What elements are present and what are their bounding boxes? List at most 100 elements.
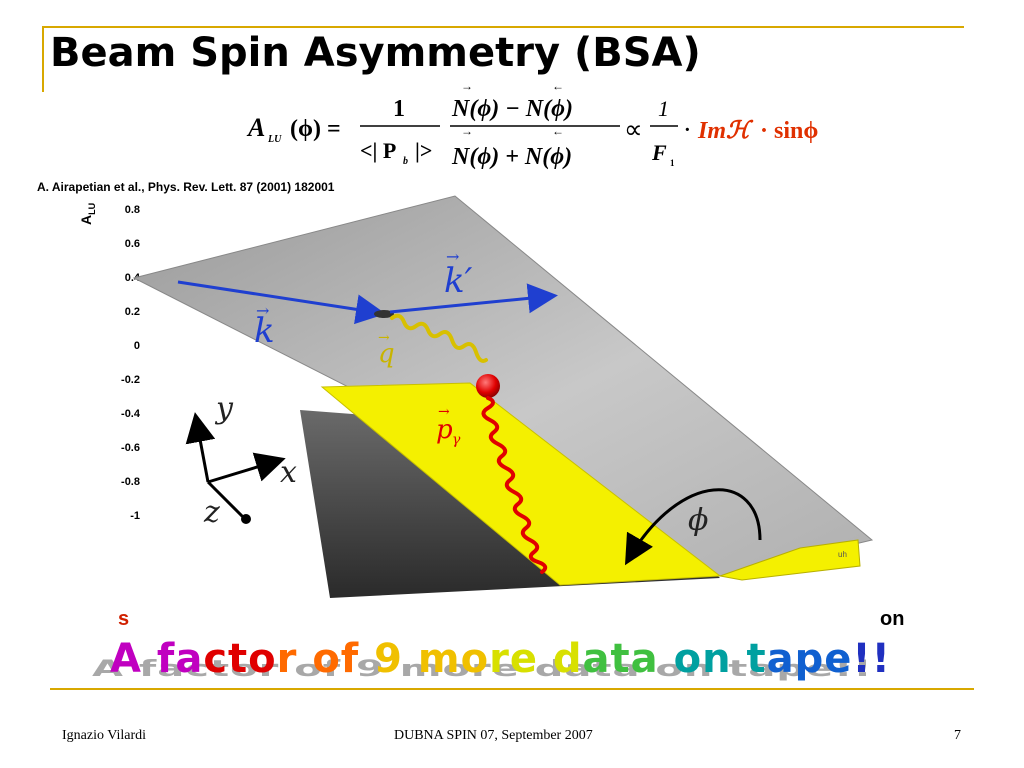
banner-letter xyxy=(659,636,674,682)
formula-dot: · xyxy=(684,119,691,141)
vector-arrow-icon: → xyxy=(256,301,269,320)
y-tick: 0 xyxy=(133,340,140,352)
frac3-numerator: 1 xyxy=(658,96,669,121)
y-tick: 0.2 xyxy=(124,306,140,318)
footer-event: DUBNA SPIN 07, September 2007 xyxy=(394,728,593,743)
y-tick: 0.8 xyxy=(124,204,140,216)
coordinate-axes xyxy=(185,412,286,520)
label-p-gamma-sub: γ xyxy=(452,432,461,448)
label-phi: ϕ xyxy=(688,503,708,538)
banner-letter xyxy=(732,636,747,682)
frac1-numerator: 1 xyxy=(393,96,405,122)
vector-arrow-icon: → xyxy=(446,247,459,266)
phi-arc-arrow xyxy=(624,488,762,566)
proportional-symbol: ∝ xyxy=(624,115,643,144)
outgoing-lepton-arrow xyxy=(389,283,558,314)
label-q: q xyxy=(378,339,395,369)
formula-lhs-arg: (ϕ) = xyxy=(290,116,341,142)
incoming-lepton-arrow xyxy=(177,280,386,325)
banner-letter: a xyxy=(582,636,611,682)
banner-letter: o xyxy=(248,636,277,682)
formula-sin-term: · sinϕ xyxy=(760,118,818,144)
label-k-prime: k′ xyxy=(444,261,473,301)
y-tick: -1 xyxy=(130,510,140,522)
z-axis-line xyxy=(206,480,246,520)
data-banner: A factor of 9 more data on tape!! xyxy=(110,636,891,682)
target-proton xyxy=(476,374,500,398)
label-k: k xyxy=(254,311,275,351)
plane-edge-text: uh xyxy=(838,550,847,559)
banner-letter: ! xyxy=(852,636,872,682)
frac3-denominator: F xyxy=(651,140,667,165)
banner-letter: f xyxy=(340,636,360,682)
virtual-photon xyxy=(390,313,488,363)
banner-letter: e xyxy=(824,636,853,682)
y-tick: -0.6 xyxy=(121,442,140,454)
banner-shadow: A factor of 9 more data on tape!! xyxy=(92,656,873,682)
banner-letter: p xyxy=(794,636,825,682)
vector-arrow-icon: → xyxy=(378,330,390,346)
banner-letter: o xyxy=(673,636,703,682)
y-tick: -0.8 xyxy=(121,476,140,488)
frac1-den-sub: b xyxy=(403,156,408,167)
label-y-axis: y xyxy=(214,391,234,426)
z-axis-point xyxy=(241,514,251,524)
banner-letter: f xyxy=(156,636,176,682)
hadron-plane-edge xyxy=(718,539,861,581)
banner-letter xyxy=(297,636,312,682)
right-arrow-icon: → xyxy=(461,80,473,93)
vertex-lepton xyxy=(374,310,394,318)
banner-letter: r xyxy=(489,636,510,682)
banner-letter: t xyxy=(228,636,249,682)
frac3-den-sub: 1 xyxy=(670,158,675,168)
y-tick: -0.4 xyxy=(121,408,140,420)
banner-letter: e xyxy=(509,636,538,682)
label-p-gamma: p xyxy=(436,415,453,445)
y-tick: 0.6 xyxy=(124,238,140,250)
label-x-axis: x xyxy=(280,455,297,490)
banner-letter: o xyxy=(312,636,341,682)
banner-letter: c xyxy=(203,636,229,682)
y-tick: -0.2 xyxy=(121,374,140,386)
banner-letter: t xyxy=(610,636,631,682)
y-axis-ticks: 0.8 0.6 0.4 0.2 0 -0.2 -0.4 -0.6 -0.8 -1 xyxy=(92,200,140,530)
title-left-rule xyxy=(42,26,44,92)
partial-text-right: on xyxy=(880,608,905,630)
banner-letter: t xyxy=(746,636,767,682)
title-top-rule xyxy=(42,26,964,28)
formula-lhs: A xyxy=(246,113,265,142)
banner-letter: A xyxy=(110,636,142,682)
label-z-axis: z xyxy=(203,495,220,530)
footer-author: Ignazio Vilardi xyxy=(62,728,147,743)
y-tick: 0.4 xyxy=(124,272,140,284)
frac2-numerator: N(ϕ) − N(ϕ) xyxy=(451,96,573,122)
banner-letter: o xyxy=(460,636,490,682)
formula-lhs-sub: LU xyxy=(267,134,282,145)
footer-page-number: 7 xyxy=(954,728,961,743)
frac1-den-end: |> xyxy=(415,138,432,163)
x-axis-arrow xyxy=(207,452,286,484)
banner-letter: a xyxy=(766,636,795,682)
banner-letter: 9 xyxy=(374,636,403,682)
banner-letter: m xyxy=(417,636,461,682)
banner-letter xyxy=(403,636,418,682)
formula-im-term: Imℋ xyxy=(697,118,754,144)
partial-text-left: s xyxy=(118,608,130,630)
banner-letter: a xyxy=(175,636,204,682)
y-axis-arrow xyxy=(185,412,216,483)
banner-letter xyxy=(142,636,157,682)
real-photon xyxy=(481,396,548,574)
banner-letter: d xyxy=(552,636,583,682)
bsa-formula: A LU (ϕ) = 1 <| P b |> → ← N(ϕ) − N(ϕ) →… xyxy=(246,80,818,170)
banner-letter xyxy=(359,636,374,682)
banner-letter: r xyxy=(276,636,298,682)
banner-letter: ! xyxy=(871,636,891,682)
left-arrow-icon: ← xyxy=(552,80,564,93)
frac2-denominator: N(ϕ) + N(ϕ) xyxy=(451,144,572,170)
right-arrow-icon: → xyxy=(461,124,473,138)
footer-rule xyxy=(50,688,974,690)
slide-title: Beam Spin Asymmetry (BSA) xyxy=(50,30,701,76)
vector-arrow-icon: → xyxy=(438,404,450,420)
banner-letter: a xyxy=(630,636,659,682)
